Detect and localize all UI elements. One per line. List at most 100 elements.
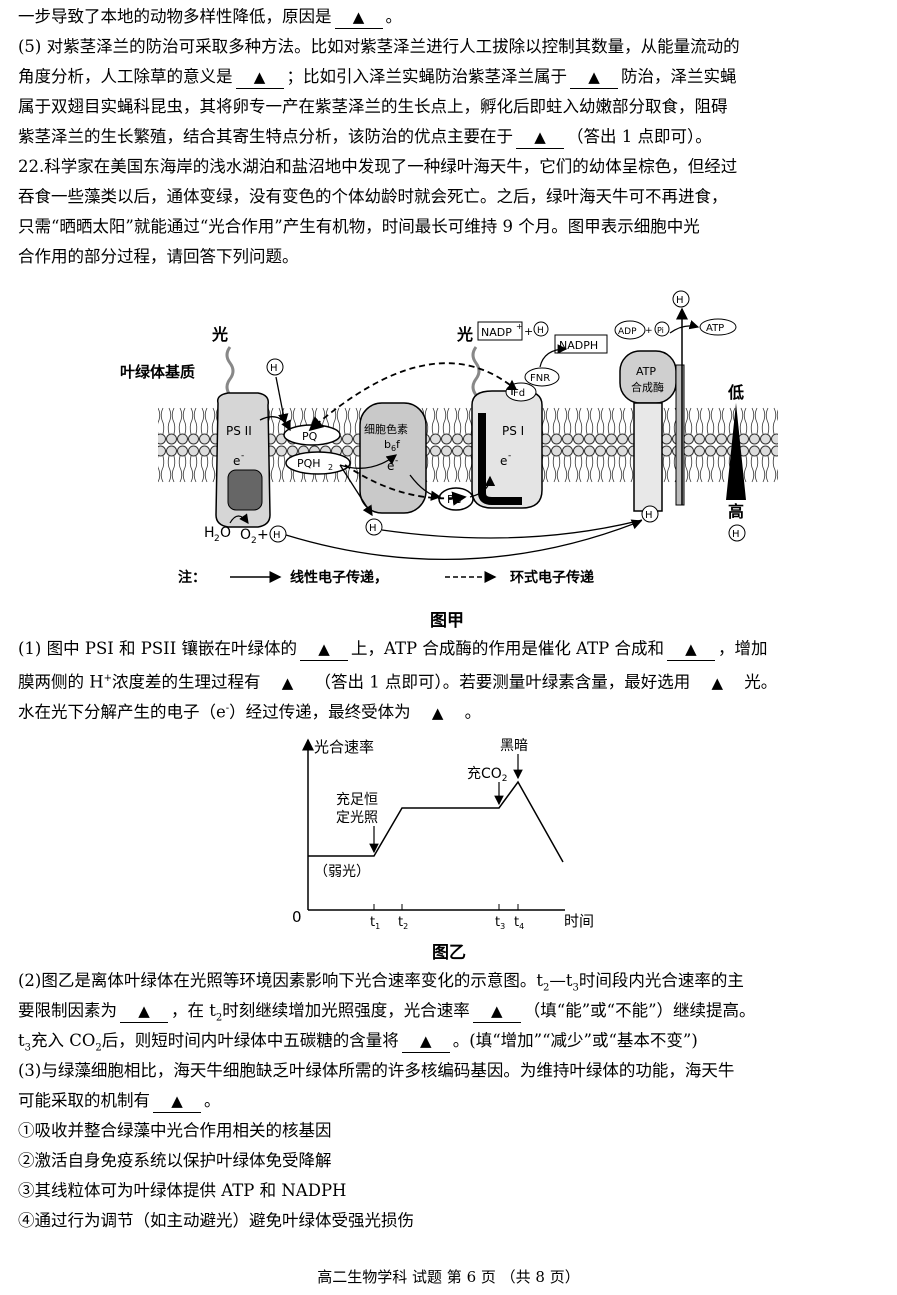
svg-text:ADP: ADP: [618, 327, 637, 337]
answer-blank[interactable]: ▲: [334, 6, 383, 29]
svg-text:2: 2: [328, 463, 333, 472]
svg-text:H: H: [645, 510, 653, 521]
svg-text:+: +: [516, 322, 523, 331]
answer-blank[interactable]: ▲: [413, 702, 462, 724]
svg-text:-: -: [508, 451, 511, 461]
q21-line5: 紫茎泽兰的生长繁殖，结合其寄生特点分析，该防治的优点主要在于▲（答出 1 点即可…: [18, 122, 884, 152]
svg-text:环式电子传递: 环式电子传递: [510, 569, 594, 586]
svg-text:线性电子传递，: 线性电子传递，: [290, 569, 388, 586]
proton-gradient: 低 高 H: [726, 383, 746, 542]
svg-text:-: -: [395, 456, 398, 466]
svg-text:NADP: NADP: [481, 326, 512, 339]
rate-curve: [308, 780, 564, 863]
tick-t2: t2: [398, 915, 408, 931]
answer-blank[interactable]: ▲: [693, 672, 742, 694]
q21-line4: 属于双翅目实蝇科昆虫，其将卵专一产在紫茎泽兰的生长点上，孵化后即蛀入幼嫩部分取食…: [18, 97, 728, 116]
svg-text:ATP: ATP: [706, 323, 724, 334]
answer-blank[interactable]: ▲: [120, 1000, 168, 1023]
svg-text:高: 高: [728, 502, 744, 521]
tick-t4: t4: [514, 915, 524, 931]
q21-block: 一步导致了本地的动物多样性降低，原因是▲。 (5) 对紫茎泽兰的防治可采取多种方…: [18, 2, 884, 272]
svg-text:b: b: [384, 438, 391, 451]
svg-text:e: e: [233, 454, 240, 468]
svg-text:Fd: Fd: [513, 388, 525, 399]
svg-text:O: O: [240, 527, 251, 543]
svg-text:NADPH: NADPH: [559, 339, 598, 352]
svg-text:H: H: [369, 523, 377, 534]
q22-line3: 只需“晒晒太阳”就能通过“光合作用”产生有机物，时间最长可维持 9 个月。图甲表…: [18, 217, 700, 236]
dark-label: 黑暗: [500, 738, 528, 754]
svg-text:f: f: [396, 438, 401, 451]
svg-text:注：: 注：: [178, 569, 206, 586]
svg-text:PS II: PS II: [226, 424, 252, 438]
answer-blank[interactable]: ▲: [263, 672, 312, 694]
svg-text:+: +: [645, 326, 653, 336]
answer-blank[interactable]: ▲: [666, 638, 715, 661]
light-label-2: 光: [456, 325, 473, 344]
q22-line2: 吞食一些藻类以后，通体变绿，没有变色的个体幼龄时就会死亡。之后，绿叶海天牛可不再…: [18, 187, 728, 206]
cytochrome-b6f: 细胞色素 b 6 f e -: [359, 402, 427, 514]
option-3: ③其线粒体可为叶绿体提供 ATP 和 NADPH: [18, 1181, 347, 1200]
svg-text:FNR: FNR: [530, 373, 550, 384]
stroma-label: 叶绿体基质: [120, 363, 195, 381]
svg-text:细胞色素: 细胞色素: [364, 422, 408, 436]
plastocyanin: PC: [438, 487, 474, 511]
q21-line2: (5) 对紫茎泽兰的防治可采取多种方法。比如对紫茎泽兰进行人工拔除以控制其数量，…: [18, 37, 740, 56]
figure-a-diagram: 叶绿体基质 光 光 PS II e - PQ PQH 2 细胞色素 b 6 f …: [120, 290, 778, 586]
svg-text:低: 低: [727, 383, 744, 402]
answer-blank[interactable]: ▲: [472, 1000, 521, 1023]
svg-text:PC: PC: [447, 493, 462, 506]
figure-b-graph: 光合速率 时间 0 （弱光） 充足恒 定光照 充CO2 黑暗 t1 t2 t3 …: [292, 738, 594, 931]
q22-line1: 22.科学家在美国东海岸的浅水湖泊和盐沼地中发现了一种绿叶海天牛，它们的幼体呈棕…: [18, 157, 738, 176]
pq-pool: PQ PQH 2: [283, 424, 351, 475]
svg-text:-: -: [241, 451, 244, 461]
q22-line4: 合作用的部分过程，请回答下列问题。: [18, 247, 299, 266]
answer-blank[interactable]: ▲: [153, 1090, 201, 1113]
atp-synthase: ATP 合成酶 ADP + Pi ATP H: [614, 290, 737, 512]
weak-light-label: （弱光）: [314, 864, 370, 880]
svg-text:H: H: [537, 326, 544, 336]
q22-part2-3: (2)图乙是离体叶绿体在光照等环境因素影响下光合速率变化的示意图。t2—t3时间…: [18, 966, 884, 1236]
svg-text:Pi: Pi: [657, 326, 664, 335]
tick-t3: t3: [495, 915, 505, 931]
page-footer: 高二生物学科 试题 第 6 页 （共 8 页）: [317, 1268, 580, 1286]
figure-a-legend: 注： 线性电子传递， 环式电子传递: [178, 569, 594, 586]
co2-label: 充CO2: [467, 766, 508, 784]
svg-text:PQ: PQ: [302, 430, 318, 443]
psii-complex: PS II e -: [215, 392, 271, 528]
svg-text:H: H: [204, 525, 215, 541]
answer-blank[interactable]: ▲: [570, 66, 618, 89]
strong-light-label-2: 定光照: [336, 810, 378, 826]
svg-text:H: H: [732, 529, 740, 540]
nadp-reaction: NADP + + H NADPH: [477, 321, 608, 368]
answer-blank[interactable]: ▲: [299, 638, 348, 661]
answer-blank[interactable]: ▲: [401, 1030, 450, 1053]
svg-text:H: H: [273, 530, 281, 541]
svg-text:ATP: ATP: [636, 365, 656, 378]
svg-text:合成酶: 合成酶: [631, 380, 664, 394]
strong-light-label-1: 充足恒: [336, 792, 378, 808]
x-axis-label: 时间: [564, 912, 594, 930]
tick-t1: t1: [370, 915, 380, 931]
figure-b-title: 图乙: [432, 943, 466, 963]
svg-text:2: 2: [214, 534, 220, 544]
svg-text:+: +: [257, 527, 269, 543]
q21-line3: 角度分析，人工除草的意义是▲；比如引入泽兰实蝇防治紫茎泽兰属于▲防治，泽兰实蝇: [18, 62, 884, 92]
answer-blank[interactable]: ▲: [235, 66, 284, 89]
figure-a-title: 图甲: [430, 611, 464, 631]
svg-text:e: e: [387, 459, 394, 473]
svg-text:H: H: [676, 295, 684, 306]
svg-text:+: +: [524, 325, 533, 338]
svg-text:e: e: [500, 454, 507, 468]
svg-text:6: 6: [391, 444, 396, 453]
svg-text:PQH: PQH: [297, 457, 321, 470]
answer-blank[interactable]: ▲: [516, 126, 564, 149]
y-axis-label: 光合速率: [314, 738, 374, 756]
svg-text:2: 2: [251, 536, 257, 546]
water-splitting: H 2 O O 2 + H: [204, 513, 287, 546]
svg-text:H: H: [270, 363, 278, 374]
option-2: ②激活自身免疫系统以保护叶绿体免受降解: [18, 1151, 332, 1170]
option-4: ④通过行为调节（如主动避光）避免叶绿体受强光损伤: [18, 1211, 414, 1230]
svg-text:O: O: [220, 525, 231, 541]
option-1: ①吸收并整合绿藻中光合作用相关的核基因: [18, 1121, 332, 1140]
